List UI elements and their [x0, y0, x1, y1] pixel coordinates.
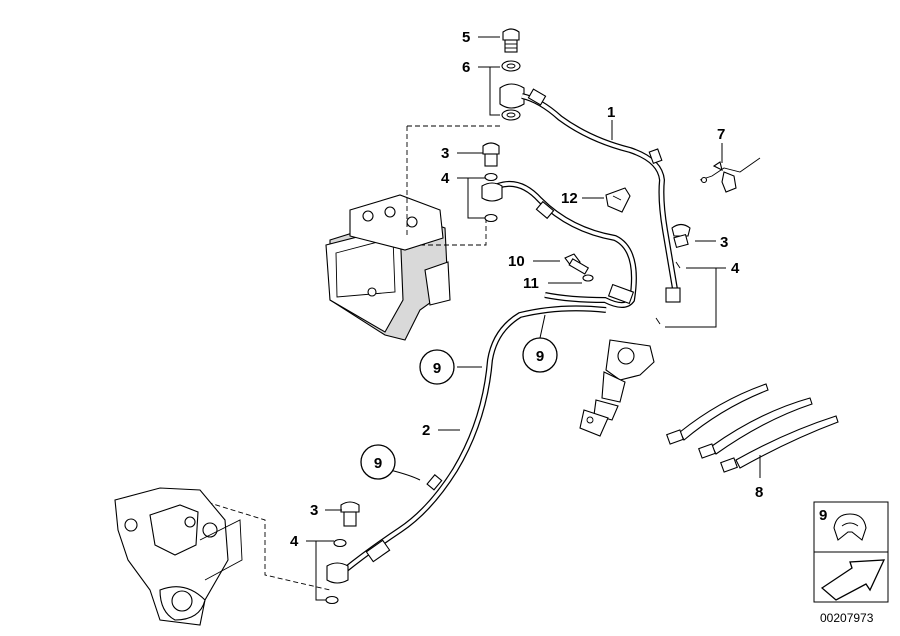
connector-12 [605, 187, 631, 213]
callout-3-bottom: 3 [310, 502, 318, 519]
callout-6: 6 [462, 59, 470, 76]
callout-5: 5 [462, 29, 470, 46]
bolt-10 [564, 253, 590, 275]
banjo-bolt-top [502, 28, 520, 53]
callout-7: 7 [717, 126, 725, 143]
callout-4-right: 4 [731, 260, 740, 277]
abs-unit [325, 194, 451, 341]
callout-4-bottom: 4 [290, 533, 299, 550]
legend-box: 9 00207973 [813, 501, 889, 625]
callout-4-top: 4 [441, 170, 450, 187]
brake-line-2 [343, 305, 607, 573]
arrow-icon [820, 559, 886, 601]
leader-lines [306, 36, 761, 601]
diagram-number: 00207973 [820, 611, 874, 625]
banjo-fitting-top [499, 83, 525, 109]
hose-clip-icon [833, 513, 867, 541]
callout-2: 2 [422, 422, 430, 439]
svg-text:9: 9 [433, 360, 441, 377]
callout-1: 1 [607, 104, 615, 121]
callout-9-low: 9 [360, 444, 396, 480]
callout-11: 11 [523, 275, 539, 292]
callout-3-right: 3 [720, 234, 728, 251]
brake-master-cylinder [579, 339, 655, 437]
callout-10: 10 [508, 253, 525, 270]
callout-9-mid: 9 [522, 337, 558, 373]
svg-text:9: 9 [536, 348, 544, 365]
legend-label: 9 [819, 507, 827, 524]
callout-12: 12 [561, 190, 578, 207]
callout-8: 8 [755, 484, 763, 501]
cable-ties-8 [666, 383, 839, 473]
callout-3-top: 3 [441, 145, 449, 162]
banjo-bolt-bottom [340, 501, 360, 527]
sensor-clip-7 [699, 157, 761, 193]
svg-text:9: 9 [374, 455, 382, 472]
callout-9-left: 9 [419, 349, 455, 385]
washer-top [501, 60, 521, 72]
brake-caliper [114, 487, 243, 626]
brake-line-1 [521, 93, 679, 296]
banjo-bolt-right [671, 223, 691, 249]
washer-11 [582, 274, 594, 282]
banjo-bolt-mid [482, 142, 500, 167]
